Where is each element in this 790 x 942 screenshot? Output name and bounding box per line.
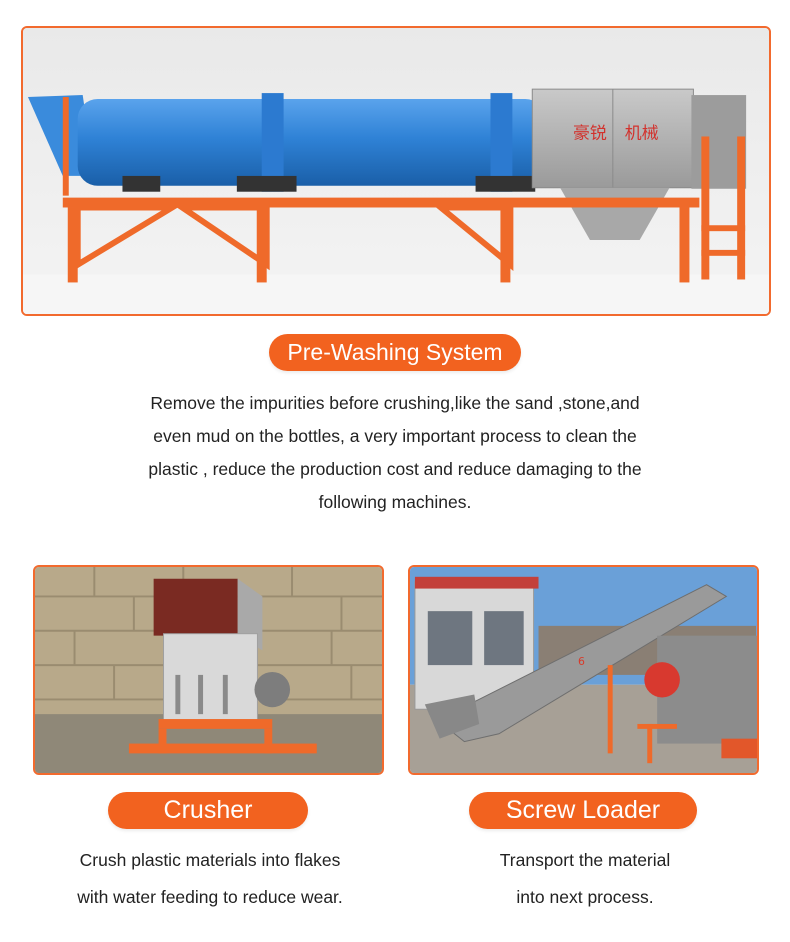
crusher-machine-image <box>33 565 384 775</box>
crusher-illustration <box>35 567 382 773</box>
prewash-description-line: even mud on the bottles, a very importan… <box>153 426 637 446</box>
crusher-title: Crusher <box>108 792 308 829</box>
conveyor-sign: 6 <box>578 655 585 668</box>
prewash-description-line: Remove the impurities before crushing,li… <box>150 393 640 413</box>
crusher-description-line: with water feeding to reduce wear. <box>77 887 343 907</box>
screw-loader-illustration: 6 <box>410 567 757 773</box>
crusher-description: Crush plastic materials into flakes with… <box>40 845 380 919</box>
prewash-description: Remove the impurities before crushing,li… <box>95 387 695 519</box>
crusher-description-line: Crush plastic materials into flakes <box>79 850 341 870</box>
screw-loader-title: Screw Loader <box>469 792 697 829</box>
machine-label-right: 机械 <box>625 123 659 143</box>
prewash-title: Pre-Washing System <box>269 334 521 371</box>
screw-loader-description-line: into next process. <box>516 887 654 907</box>
machine-label-left: 豪锐 <box>573 123 607 143</box>
prewash-description-line: plastic , reduce the production cost and… <box>148 459 642 479</box>
trommel-washer-illustration: 豪锐 机械 <box>23 28 769 314</box>
screw-loader-description-line: Transport the material <box>499 850 671 870</box>
screw-loader-image: 6 <box>408 565 759 775</box>
screw-loader-description: Transport the material into next process… <box>415 845 755 919</box>
prewash-description-line: following machines. <box>318 492 472 512</box>
prewash-machine-image: 豪锐 机械 <box>21 26 771 316</box>
